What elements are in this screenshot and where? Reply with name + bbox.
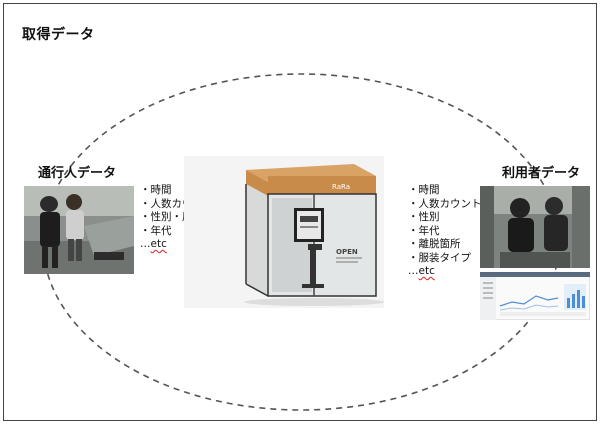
user-camera-photo — [480, 186, 590, 268]
passerby-camera-photo — [24, 186, 134, 274]
user-item-gender: ・性別 — [408, 211, 440, 223]
booth-image: RaRa OPEN — [184, 156, 384, 308]
diagram-frame: 取得データ 通行人データ ・時間 ・人数カウント ・性別・属性 ・年代 …etc — [3, 3, 597, 421]
user-item-count: ・人数カウント — [408, 197, 482, 210]
booth-sign: RaRa — [332, 183, 350, 191]
passerby-item-etc: …etc — [140, 238, 167, 250]
user-item-clothing-type: ・服装タイプ — [408, 251, 471, 264]
passerby-data-heading: 通行人データ — [38, 166, 117, 181]
user-data-list: ・時間 ・人数カウント ・性別 ・年代 ・離脱箇所 ・服装タイプ …etc — [408, 184, 482, 279]
passerby-item-time: ・時間 — [140, 184, 172, 196]
analytics-dashboard-screenshot — [480, 272, 590, 320]
user-item-age: ・年代 — [408, 224, 440, 237]
user-item-exit-point: ・離脱箇所 — [408, 238, 461, 250]
user-data-heading: 利用者データ — [502, 166, 581, 181]
booth-open-sign: OPEN — [336, 248, 358, 256]
user-item-etc: …etc — [408, 265, 435, 277]
diagram-title: 取得データ — [22, 27, 95, 43]
passerby-item-age: ・年代 — [140, 224, 172, 237]
user-item-time: ・時間 — [408, 184, 440, 196]
